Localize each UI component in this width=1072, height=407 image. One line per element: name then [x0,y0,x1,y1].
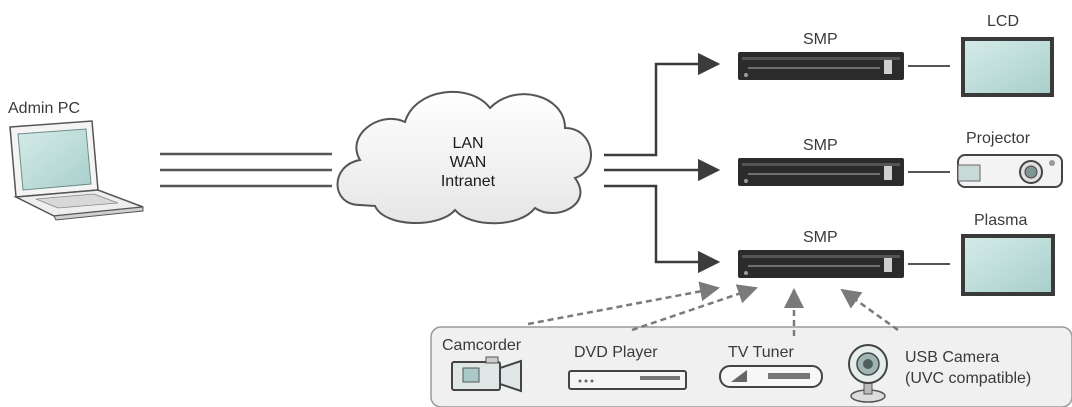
cloud-smp-links [604,52,721,274]
laptop-icon [9,120,144,221]
tv-tuner-icon [719,365,823,388]
source-input-arrows [527,281,899,336]
smp-device-1 [738,52,904,80]
tv-tuner-label: TV Tuner [728,344,794,361]
cloud-line-wan: WAN [449,154,487,171]
network-cloud [336,90,592,225]
lcd-label: LCD [987,13,1020,30]
usb-camera-sublabel: (UVC compatible) [905,370,1032,387]
plasma-display-icon [961,234,1055,296]
smp-label-1: SMP [803,31,838,48]
cloud-label: LAN WAN Intranet [428,134,508,191]
smp-device-3 [738,250,904,278]
usb-camera-label: USB Camera [905,349,1000,366]
plasma-label: Plasma [974,212,1028,229]
projector-label: Projector [966,130,1031,147]
projector-icon [957,154,1063,188]
dvd-player-label: DVD Player [574,344,658,361]
smp-label-3: SMP [803,229,838,246]
lcd-display-icon [961,37,1054,97]
usb-camera-icon [848,344,888,403]
cloud-line-intranet: Intranet [440,173,496,190]
pc-network-links [160,152,332,188]
dvd-player-icon [568,370,687,390]
smp-device-2 [738,158,904,186]
smp-display-links [908,65,950,265]
camcorder-icon [451,356,522,393]
camcorder-label: Camcorder [442,337,522,354]
cloud-line-lan: LAN [452,135,484,152]
admin-pc-label: Admin PC [8,100,81,117]
smp-label-2: SMP [803,137,838,154]
